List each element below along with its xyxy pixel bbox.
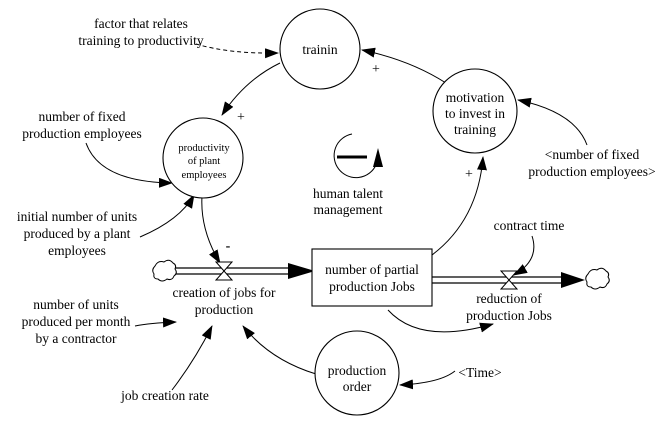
polarity-stock-motivation: + bbox=[465, 167, 473, 182]
link-factor-to-training bbox=[195, 43, 279, 59]
inflow-pipe bbox=[171, 263, 315, 279]
productivity-node[interactable]: productivity of plant employees bbox=[162, 117, 244, 199]
link-units-contractor-to-inflow bbox=[134, 317, 177, 328]
link-productivity-to-inflow bbox=[201, 195, 221, 264]
inflow-label[interactable]: creation of jobs for production bbox=[172, 285, 276, 317]
inflow-label-2: production bbox=[195, 302, 254, 317]
stock-label-1: number of partial bbox=[325, 262, 419, 277]
loop-indicator: human talent management bbox=[313, 133, 383, 217]
initial-units-label-3: employees bbox=[48, 243, 106, 258]
fixed-employees-shadow-label-2: production employees> bbox=[528, 164, 655, 179]
units-contractor-label-1: number of units bbox=[33, 297, 119, 312]
loop-name-1: human talent bbox=[313, 186, 383, 201]
loop-arc-icon bbox=[333, 133, 377, 179]
link-production-order-to-inflow bbox=[242, 325, 317, 375]
link-contract-time-to-outflow bbox=[513, 235, 535, 276]
contract-time-label[interactable]: contract time bbox=[494, 218, 565, 233]
outflow-label-1: reduction of bbox=[476, 291, 542, 306]
source-cloud-icon bbox=[152, 259, 177, 282]
initial-units-label[interactable]: initial number of units produced by a pl… bbox=[17, 209, 137, 258]
stock-label-2: production Jobs bbox=[329, 279, 415, 294]
link-stock-to-outflow bbox=[387, 309, 494, 333]
training-node[interactable]: trainin bbox=[279, 8, 361, 90]
motivation-label-2: to invest in bbox=[445, 106, 505, 121]
outflow-label[interactable]: reduction of production Jobs bbox=[466, 291, 552, 323]
polarity-motivation-training: + bbox=[372, 62, 380, 77]
polarity-productivity-inflow: - bbox=[226, 239, 231, 254]
link-motivation-to-training bbox=[361, 47, 447, 84]
fixed-employees-label-2: production employees bbox=[22, 126, 142, 141]
productivity-label-2: of plant bbox=[188, 156, 220, 167]
link-job-creation-rate-to-inflow bbox=[171, 325, 213, 391]
polarity-training-productivity: + bbox=[237, 110, 245, 125]
link-fixed-employees-shadow-to-motivation bbox=[517, 97, 588, 146]
production-order-node[interactable]: production order bbox=[314, 330, 400, 416]
production-order-label-2: order bbox=[343, 379, 372, 394]
factor-label-2: training to productivity bbox=[78, 33, 203, 48]
motivation-label-1: motivation bbox=[446, 90, 505, 105]
factor-label[interactable]: factor that relates training to producti… bbox=[78, 16, 203, 48]
productivity-label-3: employees bbox=[182, 170, 227, 181]
initial-units-label-2: produced by a plant bbox=[24, 226, 131, 241]
outflow-pipe bbox=[432, 272, 585, 288]
time-shadow-label[interactable]: <Time> bbox=[458, 365, 501, 380]
fixed-employees-label-1: number of fixed bbox=[39, 109, 126, 124]
outflow-valve-icon[interactable] bbox=[499, 270, 519, 290]
production-order-label-1: production bbox=[328, 363, 387, 378]
fixed-employees-shadow-label[interactable]: <number of fixed production employees> bbox=[528, 147, 655, 179]
job-creation-rate-label[interactable]: job creation rate bbox=[120, 388, 209, 403]
motivation-node[interactable]: motivation to invest in training bbox=[432, 68, 518, 154]
stock-box[interactable]: number of partial production Jobs bbox=[311, 248, 433, 307]
fixed-employees-shadow-label-1: <number of fixed bbox=[545, 147, 640, 162]
training-label: trainin bbox=[302, 42, 337, 57]
link-training-to-productivity bbox=[221, 62, 281, 116]
inflow-valve-icon[interactable] bbox=[214, 261, 234, 281]
link-fixed-employees-to-productivity bbox=[85, 142, 173, 188]
sink-cloud-icon bbox=[585, 267, 610, 290]
link-time-to-production-order bbox=[399, 370, 456, 390]
productivity-label-1: productivity bbox=[178, 143, 230, 154]
initial-units-label-1: initial number of units bbox=[17, 209, 137, 224]
loop-name-2: management bbox=[314, 202, 383, 217]
units-contractor-label[interactable]: number of units produced per month by a … bbox=[22, 297, 131, 346]
inflow-label-1: creation of jobs for bbox=[172, 285, 276, 300]
outflow-label-2: production Jobs bbox=[466, 308, 552, 323]
units-contractor-label-3: by a contractor bbox=[36, 331, 117, 346]
link-initial-units-to-productivity bbox=[139, 194, 195, 238]
factor-label-1: factor that relates bbox=[94, 16, 188, 31]
motivation-label-3: training bbox=[454, 122, 496, 137]
fixed-employees-label[interactable]: number of fixed production employees bbox=[22, 109, 142, 141]
link-stock-to-motivation bbox=[431, 156, 487, 256]
units-contractor-label-2: produced per month bbox=[22, 314, 131, 329]
